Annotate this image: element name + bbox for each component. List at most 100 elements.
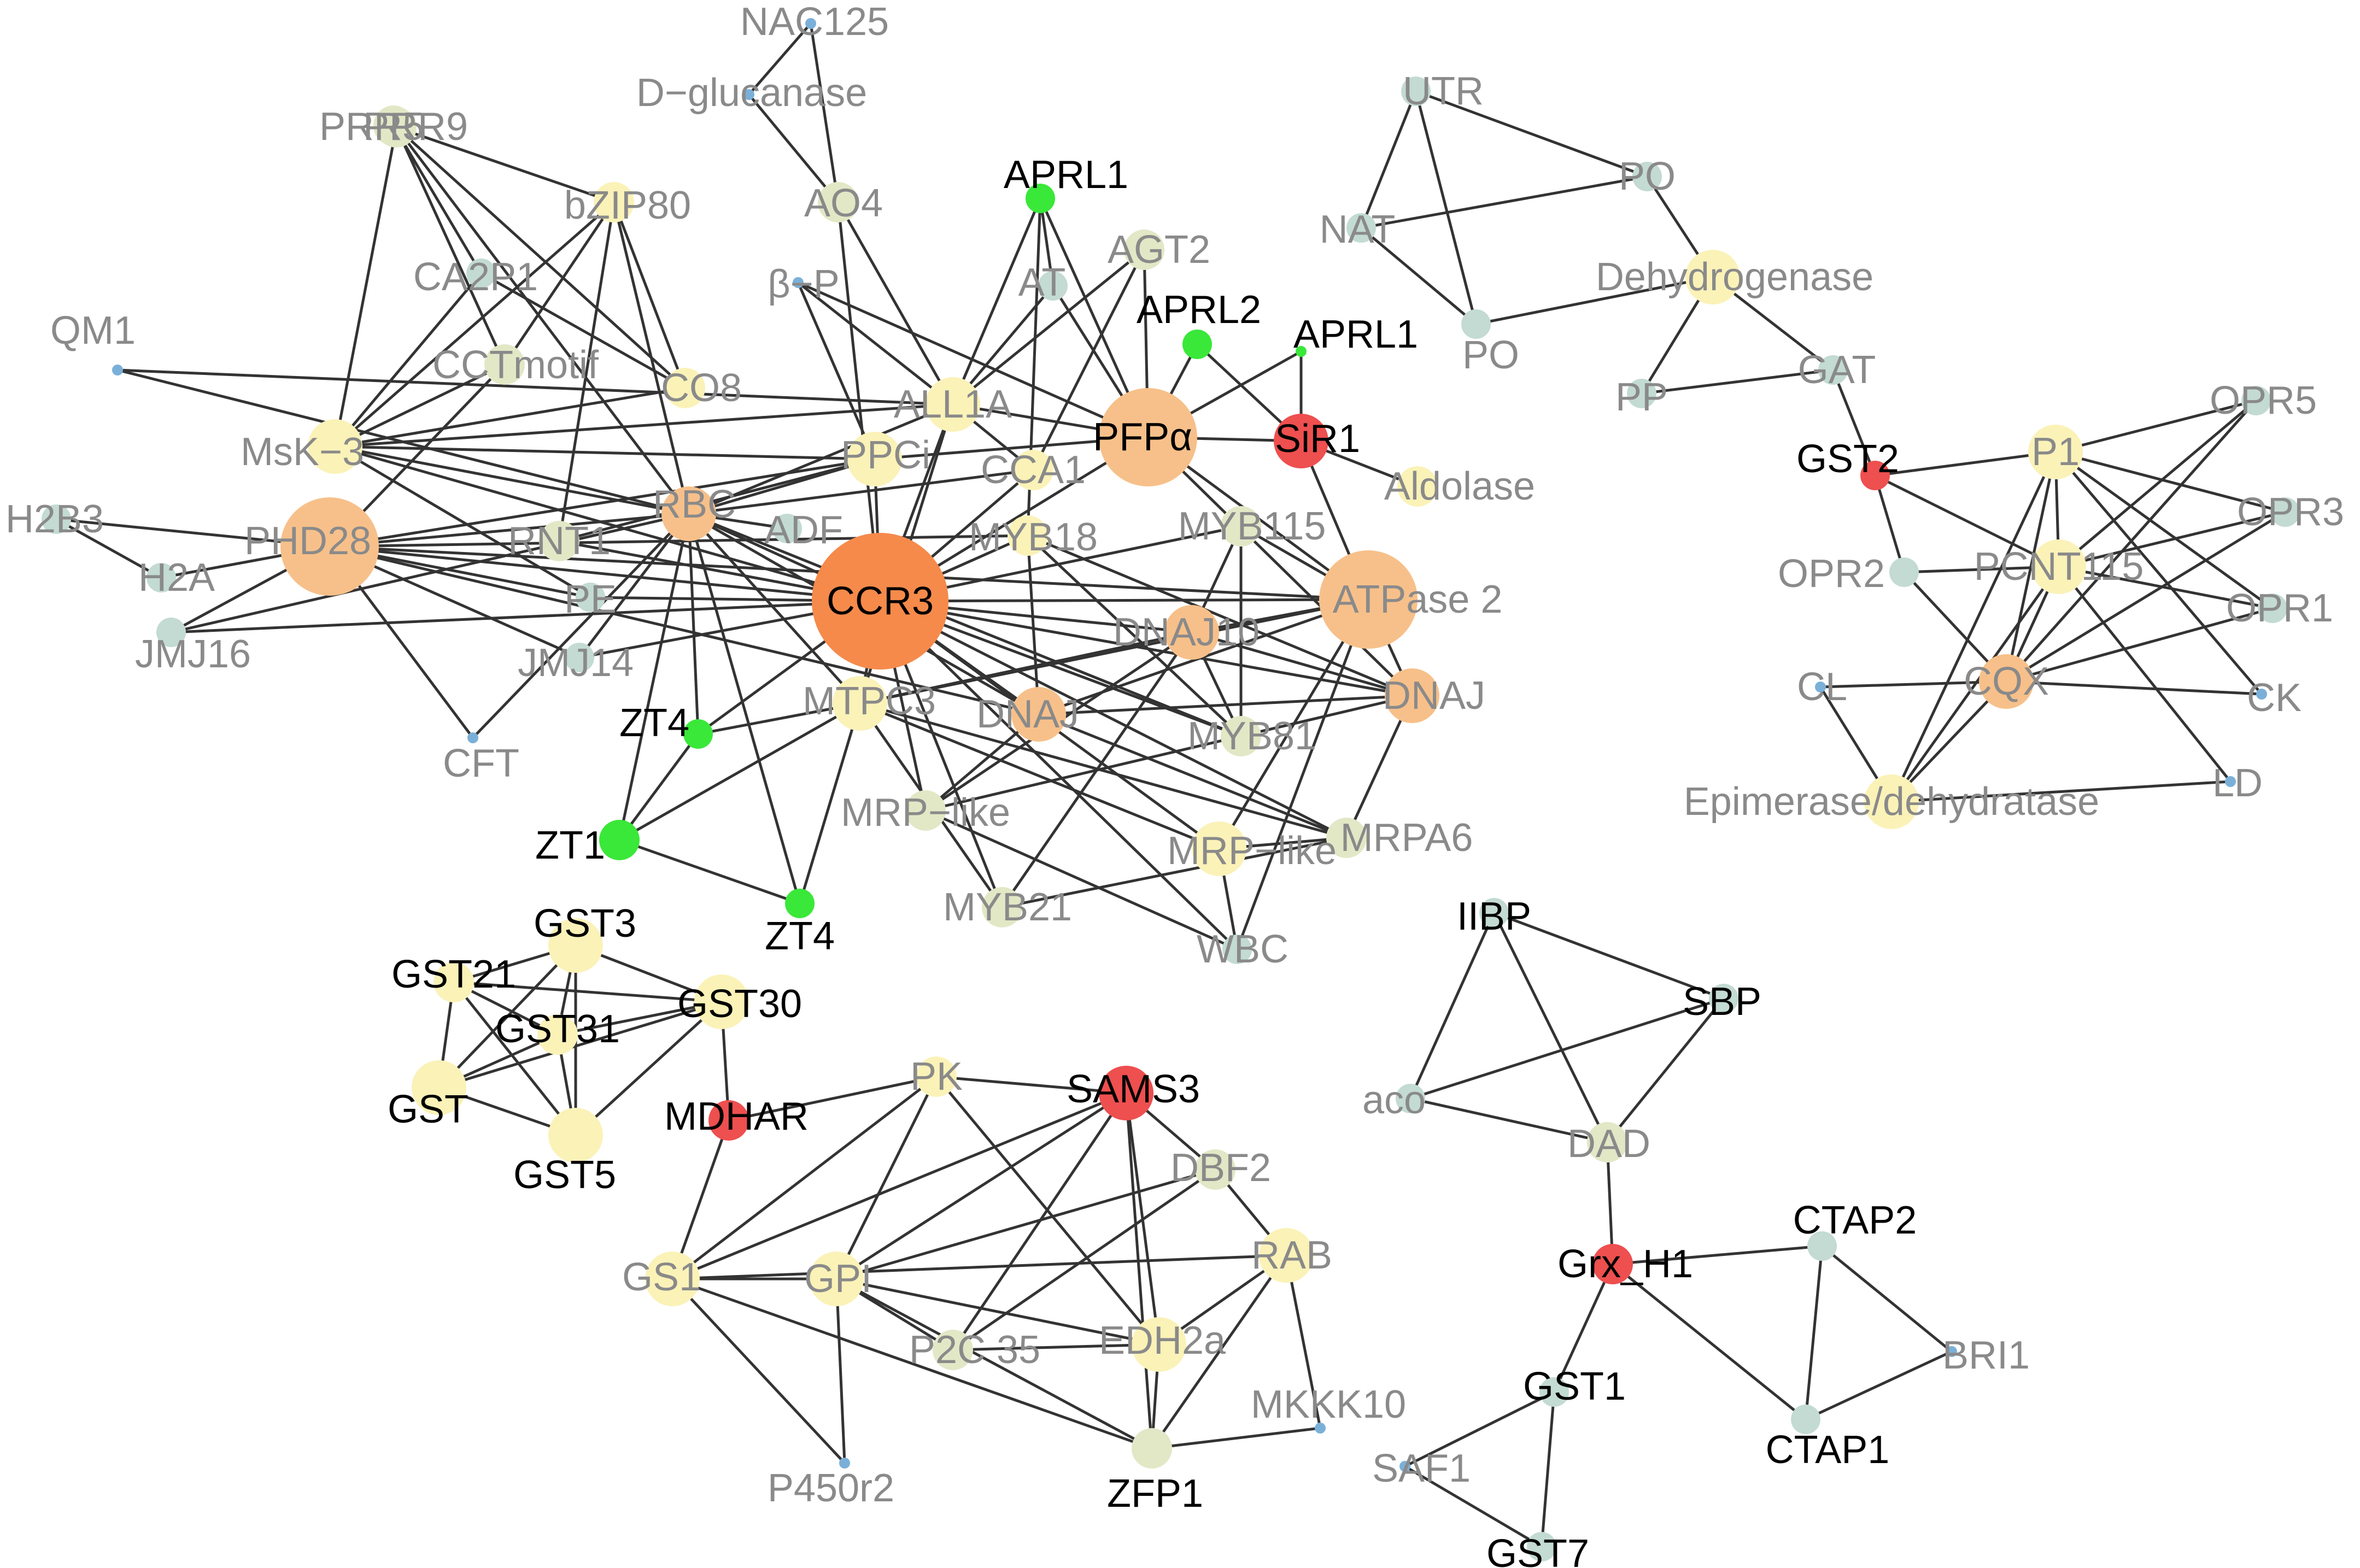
node-gat[interactable]	[1818, 355, 1848, 385]
node-dbf2[interactable]	[1195, 1149, 1235, 1190]
node-h2a[interactable]	[147, 563, 176, 592]
node-sbp[interactable]	[1709, 984, 1738, 1013]
node-opr2[interactable]	[1889, 557, 1919, 587]
node-atpase2[interactable]	[1319, 550, 1418, 649]
node-jmj16[interactable]	[156, 618, 186, 647]
node-cqx[interactable]	[1979, 654, 2034, 709]
node-p2c35[interactable]	[933, 1330, 973, 1370]
node-dnaj10[interactable]	[1164, 605, 1219, 660]
node-jmj14[interactable]	[565, 643, 594, 672]
node-ck[interactable]	[2256, 689, 2267, 700]
node-aprl1a[interactable]	[1026, 184, 1055, 213]
node-dnajb[interactable]	[1385, 668, 1439, 723]
node-ccr3[interactable]	[812, 533, 948, 670]
node-gs1[interactable]	[645, 1252, 700, 1306]
node-rnt1[interactable]	[539, 521, 579, 561]
node-all1a[interactable]	[926, 377, 980, 432]
node-grxh1[interactable]	[1592, 1244, 1633, 1284]
node-po1[interactable]	[1632, 162, 1662, 191]
node-at[interactable]	[1038, 271, 1068, 301]
node-cca1[interactable]	[1013, 450, 1053, 490]
node-mrplike1[interactable]	[905, 790, 946, 831]
node-gst3[interactable]	[548, 918, 603, 973]
node-co8[interactable]	[665, 368, 705, 408]
node-gst7[interactable]	[1527, 1532, 1556, 1561]
node-betap[interactable]	[793, 277, 804, 288]
node-pcnt115[interactable]	[2031, 539, 2086, 594]
node-ld[interactable]	[2225, 776, 2236, 787]
node-mkkk10[interactable]	[1315, 1423, 1326, 1434]
node-agt2[interactable]	[1124, 230, 1164, 270]
node-po2[interactable]	[1461, 309, 1491, 339]
node-pe[interactable]	[576, 583, 605, 612]
node-edh2a[interactable]	[1132, 1317, 1186, 1372]
node-nac125[interactable]	[805, 18, 816, 29]
node-h2b3[interactable]	[42, 504, 71, 534]
node-mdhar[interactable]	[708, 1100, 749, 1141]
node-prr9[interactable]	[376, 107, 417, 148]
node-sir1[interactable]	[1274, 414, 1328, 468]
node-label-nat: NAT	[1320, 208, 1396, 251]
node-p1[interactable]	[2028, 425, 2083, 479]
node-ppci[interactable]	[847, 432, 902, 486]
node-adf[interactable]	[772, 514, 802, 543]
node-sams3[interactable]	[1099, 1066, 1153, 1120]
node-opr5[interactable]	[2241, 386, 2271, 415]
node-aco[interactable]	[1396, 1084, 1425, 1113]
node-myb21[interactable]	[982, 887, 1022, 927]
node-utr[interactable]	[1401, 77, 1431, 106]
node-zt4b[interactable]	[785, 889, 815, 918]
node-epimerase[interactable]	[1864, 774, 1919, 829]
node-dglucanase[interactable]	[743, 89, 754, 100]
node-msk3[interactable]	[308, 419, 362, 474]
node-saf1[interactable]	[1399, 1461, 1410, 1472]
node-zfp1[interactable]	[1132, 1428, 1172, 1469]
node-gst1[interactable]	[1539, 1377, 1569, 1407]
node-mrplike2[interactable]	[1192, 821, 1246, 876]
node-pk[interactable]	[916, 1056, 957, 1097]
node-gst2[interactable]	[1860, 461, 1890, 490]
node-dehydrogenase[interactable]	[1685, 250, 1740, 304]
node-zt4a[interactable]	[683, 719, 713, 749]
node-myb18[interactable]	[1008, 515, 1048, 556]
node-cctmotif[interactable]	[484, 344, 525, 385]
node-dnaja[interactable]	[1011, 687, 1066, 742]
node-ctap1[interactable]	[1791, 1405, 1820, 1434]
node-opr3[interactable]	[2270, 497, 2300, 527]
node-cl[interactable]	[1815, 682, 1826, 692]
node-aprl1b[interactable]	[1296, 346, 1307, 357]
node-mrpa6[interactable]	[1326, 818, 1367, 858]
node-rbc[interactable]	[661, 486, 716, 541]
node-nat[interactable]	[1346, 213, 1376, 243]
edge-betap-all1a	[797, 281, 954, 406]
node-p450r2[interactable]	[839, 1458, 850, 1469]
node-rab[interactable]	[1259, 1228, 1314, 1283]
node-ao4[interactable]	[818, 182, 858, 222]
node-dad[interactable]	[1587, 1122, 1627, 1162]
node-phd28[interactable]	[280, 497, 379, 596]
node-mtpc3[interactable]	[833, 676, 887, 731]
node-cft[interactable]	[467, 732, 478, 743]
node-gst30[interactable]	[694, 974, 749, 1029]
node-opr1[interactable]	[2258, 594, 2287, 623]
node-aprl2[interactable]	[1182, 330, 1212, 359]
node-myb115[interactable]	[1221, 506, 1261, 547]
node-gst5[interactable]	[548, 1108, 603, 1162]
node-wbc[interactable]	[1222, 935, 1252, 964]
node-zt1[interactable]	[599, 820, 640, 860]
node-bzip80[interactable]	[594, 182, 634, 222]
node-iibp[interactable]	[1479, 898, 1509, 927]
node-aldolase[interactable]	[1397, 466, 1438, 507]
node-label-gst21: GST21	[391, 953, 516, 996]
node-myb81[interactable]	[1221, 716, 1261, 756]
node-qm1[interactable]	[112, 365, 123, 375]
node-gst31[interactable]	[537, 1014, 578, 1055]
node-gpi[interactable]	[809, 1252, 864, 1306]
node-pfpa[interactable]	[1099, 388, 1197, 486]
node-bri1[interactable]	[1946, 1346, 1957, 1357]
node-pp[interactable]	[1627, 379, 1656, 408]
node-gst[interactable]	[412, 1060, 466, 1115]
node-ctap2[interactable]	[1807, 1231, 1837, 1261]
node-gst21[interactable]	[434, 962, 474, 1002]
node-ca2p1[interactable]	[466, 259, 496, 288]
